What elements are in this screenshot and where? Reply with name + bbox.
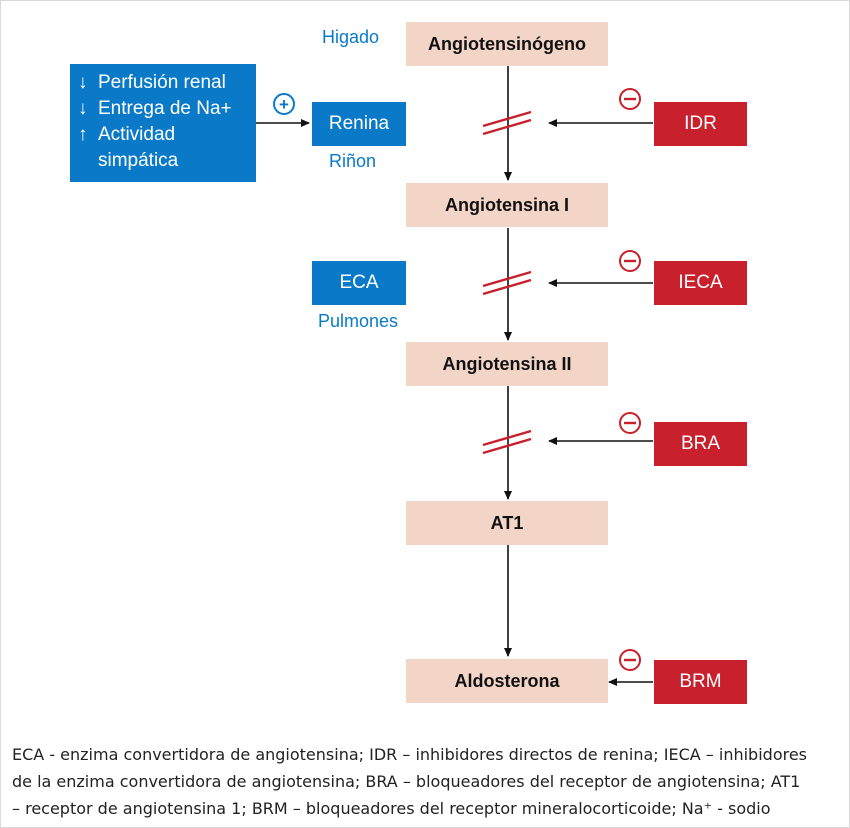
caption-line-2: de la enzima convertidora de angiotensin… bbox=[12, 772, 801, 791]
up-arrow-icon: ↑ bbox=[78, 124, 88, 145]
factor-text: Perfusión renal bbox=[98, 72, 226, 93]
minus-circle-icon-brm bbox=[619, 649, 641, 671]
figure-caption: ECA - enzima convertidora de angiotensin… bbox=[12, 741, 842, 822]
plus-circle-icon: + bbox=[273, 93, 295, 115]
minus-circle-icon-bra bbox=[619, 412, 641, 434]
block-mark-idr bbox=[482, 110, 532, 136]
node-angiotensinogen: Angiotensinógeno bbox=[406, 22, 608, 66]
factor-row: simpática bbox=[78, 148, 256, 174]
stimulus-factors-box: ↓ Perfusión renal ↓ Entrega de Na+ ↑ Activi… bbox=[70, 64, 256, 182]
inhibitor-ieca: IECA bbox=[654, 261, 747, 305]
factor-row: ↓ Entrega de Na+ bbox=[78, 96, 256, 122]
factor-row: ↑ Actividad bbox=[78, 122, 256, 148]
node-angiotensin-ii: Angiotensina II bbox=[406, 342, 608, 386]
enzyme-renin: Renina bbox=[312, 102, 406, 146]
plus-symbol: + bbox=[279, 95, 289, 114]
label-lungs: Pulmones bbox=[318, 311, 399, 331]
node-at1: AT1 bbox=[406, 501, 608, 545]
minus-circle-icon-idr bbox=[619, 88, 641, 110]
label-liver: Higado bbox=[322, 27, 380, 47]
factor-row: ↓ Perfusión renal bbox=[78, 70, 256, 96]
caption-line-3: – receptor de angiotensina 1; BRM – bloq… bbox=[12, 799, 771, 818]
inhibitor-idr: IDR bbox=[654, 102, 747, 146]
caption-line-1: ECA - enzima convertidora de angiotensin… bbox=[12, 745, 808, 764]
down-arrow-icon: ↓ bbox=[78, 98, 88, 119]
inhibitor-brm: BRM bbox=[654, 660, 747, 704]
label-kidney: Riñon bbox=[329, 151, 377, 171]
minus-circle-icon-ieca bbox=[619, 250, 641, 272]
block-mark-bra bbox=[482, 429, 532, 455]
enzyme-ace: ECA bbox=[312, 261, 406, 305]
node-angiotensin-i: Angiotensina I bbox=[406, 183, 608, 227]
factor-text: Actividad bbox=[98, 124, 176, 145]
down-arrow-icon: ↓ bbox=[78, 72, 88, 93]
inhibitor-bra: BRA bbox=[654, 422, 747, 466]
factor-text: simpática bbox=[98, 150, 179, 171]
node-aldosterone: Aldosterona bbox=[406, 659, 608, 703]
block-mark-ieca bbox=[482, 270, 532, 296]
spacer bbox=[78, 148, 98, 174]
factor-text: Entrega de Na+ bbox=[98, 98, 232, 119]
